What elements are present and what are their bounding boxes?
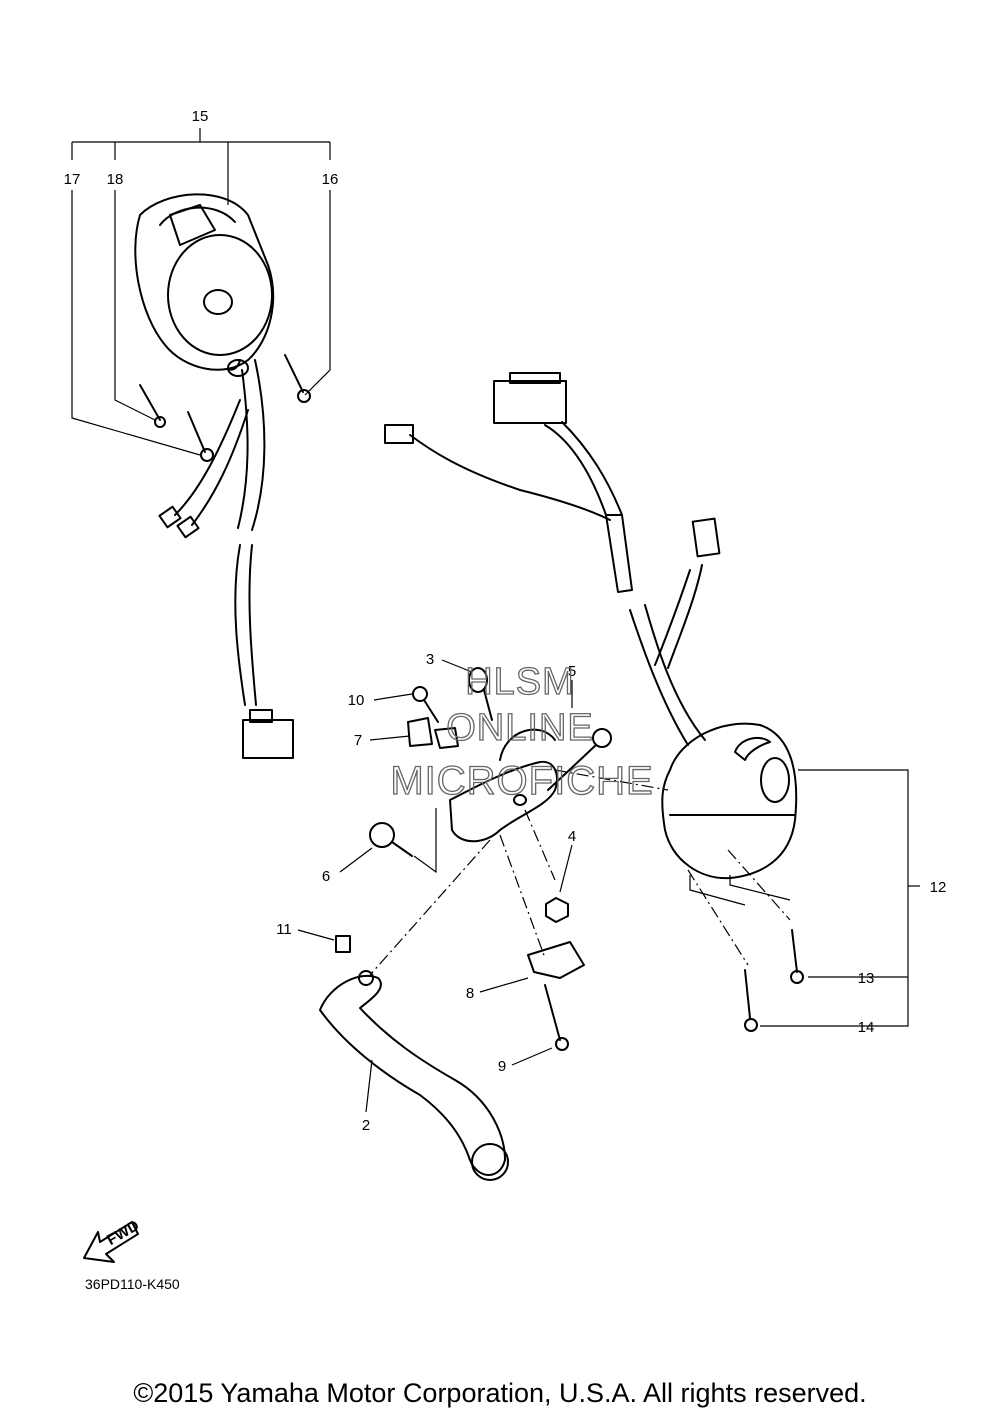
- callout-12: 12: [930, 879, 947, 896]
- callout-7: 7: [354, 732, 362, 749]
- lever-holder-assembly: [319, 667, 669, 1181]
- callout-14: 14: [858, 1019, 875, 1036]
- callout-4: 4: [568, 828, 576, 845]
- callout-11: 11: [276, 921, 292, 938]
- callout-9: 9: [498, 1058, 506, 1075]
- callout-6: 6: [322, 868, 330, 885]
- callout-2: 2: [362, 1117, 370, 1134]
- callout-10: 10: [348, 692, 365, 709]
- watermark: HLSM ONLINE MICROFICHE: [390, 660, 654, 803]
- callout-15: 15: [192, 108, 209, 125]
- callout-8: 8: [466, 985, 474, 1002]
- left-handlebar-switch: [71, 128, 331, 759]
- callout-13: 13: [858, 970, 875, 987]
- leader-lines: [297, 659, 573, 1113]
- diagram-code: 36PD110-K450: [85, 1276, 180, 1292]
- callout-3: 3: [426, 651, 434, 668]
- callout-17: 17: [64, 171, 81, 188]
- callout-labels: 15 17 18 16 3 5 10 7 6 4 11 8 9 2 12 13 …: [64, 108, 947, 1134]
- watermark-line-3: MICROFICHE: [390, 759, 653, 803]
- watermark-line-2: ONLINE: [446, 707, 593, 749]
- callout-16: 16: [322, 171, 339, 188]
- callout-5: 5: [568, 663, 576, 680]
- callout-18: 18: [107, 171, 124, 188]
- fwd-arrow-icon: FWD: [83, 1217, 142, 1263]
- watermark-line-1: HLSM: [465, 661, 575, 703]
- copyright-notice: ©2015 Yamaha Motor Corporation, U.S.A. A…: [133, 1378, 867, 1408]
- right-handlebar-switch: [384, 372, 920, 1032]
